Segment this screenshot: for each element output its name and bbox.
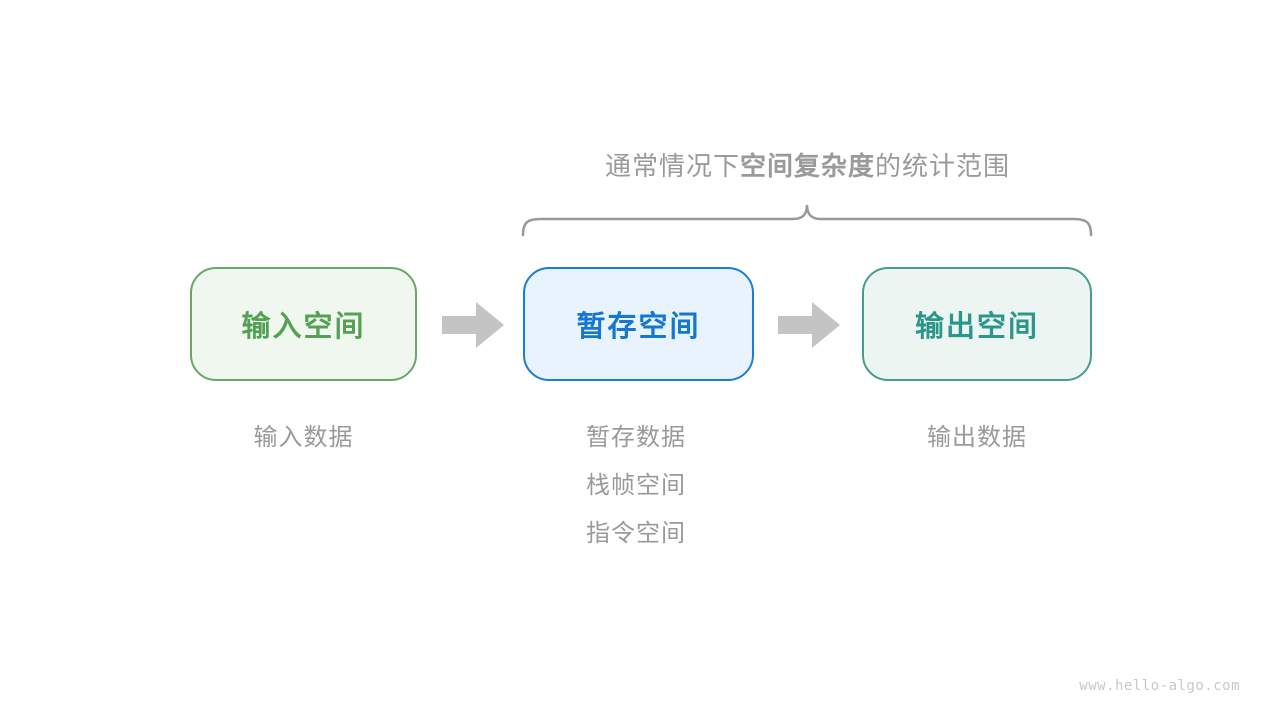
box-output-space-label: 输出空间 xyxy=(914,311,1039,343)
site-watermark: www.hello-algo.com xyxy=(1079,678,1240,694)
box-temp-space-label: 暂存空间 xyxy=(576,311,701,343)
note-temp-space: 暂存数据 栈帧空间 指令空间 xyxy=(586,414,686,558)
title-prefix: 通常情况下 xyxy=(604,151,740,181)
arrow-right-icon xyxy=(778,302,840,348)
note-line: 输出数据 xyxy=(927,424,1027,451)
note-line: 指令空间 xyxy=(586,520,686,547)
box-input-space-label: 输入空间 xyxy=(241,311,366,343)
note-output-space: 输出数据 xyxy=(862,424,1092,452)
box-output-space: 输出空间 xyxy=(862,267,1092,381)
note-line: 输入数据 xyxy=(253,424,354,451)
title-suffix: 的统计范围 xyxy=(875,151,1011,181)
diagram-title: 通常情况下空间复杂度的统计范围 xyxy=(520,146,1095,183)
title-bold-term: 空间复杂度 xyxy=(739,151,875,181)
note-line: 暂存数据 xyxy=(586,424,686,451)
curly-brace-icon xyxy=(521,204,1093,237)
arrow-right-icon xyxy=(442,302,504,348)
note-input-space: 输入数据 xyxy=(190,424,417,452)
box-temp-space: 暂存空间 xyxy=(523,267,754,381)
note-line: 栈帧空间 xyxy=(586,472,686,499)
box-input-space: 输入空间 xyxy=(190,267,417,381)
